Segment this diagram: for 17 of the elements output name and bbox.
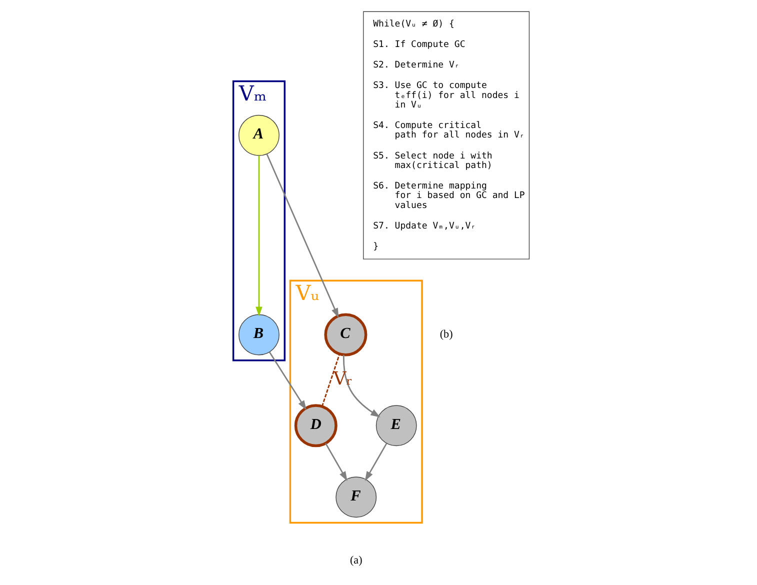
arrow	[364, 442, 388, 482]
node-circle: B	[238, 314, 280, 356]
edge-label: Vᵣ	[333, 368, 352, 390]
connector	[321, 354, 340, 407]
arrow	[266, 154, 339, 318]
node-circle: C	[324, 313, 368, 356]
arrow	[268, 352, 306, 410]
arrow	[256, 156, 262, 316]
arrow	[325, 442, 348, 482]
node-box: While(Vᵤ ≠ Ø) { S1. If Compute GC S2. Determine Vᵣ S3. Use GC to compute tₑff(i) for all nodes i in Vᵤ S4. Compute critical path for all nodes in Vᵣ S5. Select node i with max(critical path) S6. Determine mapping for i based on GC and LP values S7. Update Vₘ,Vᵤ,Vᵣ }	[363, 11, 530, 260]
arrow	[342, 354, 380, 418]
node-circle: E	[376, 405, 417, 446]
label: (b)	[440, 328, 453, 340]
label: (a)	[350, 554, 362, 567]
node-circle: A	[238, 114, 280, 156]
node-circle: F	[336, 476, 377, 518]
node-circle: D	[294, 404, 338, 448]
